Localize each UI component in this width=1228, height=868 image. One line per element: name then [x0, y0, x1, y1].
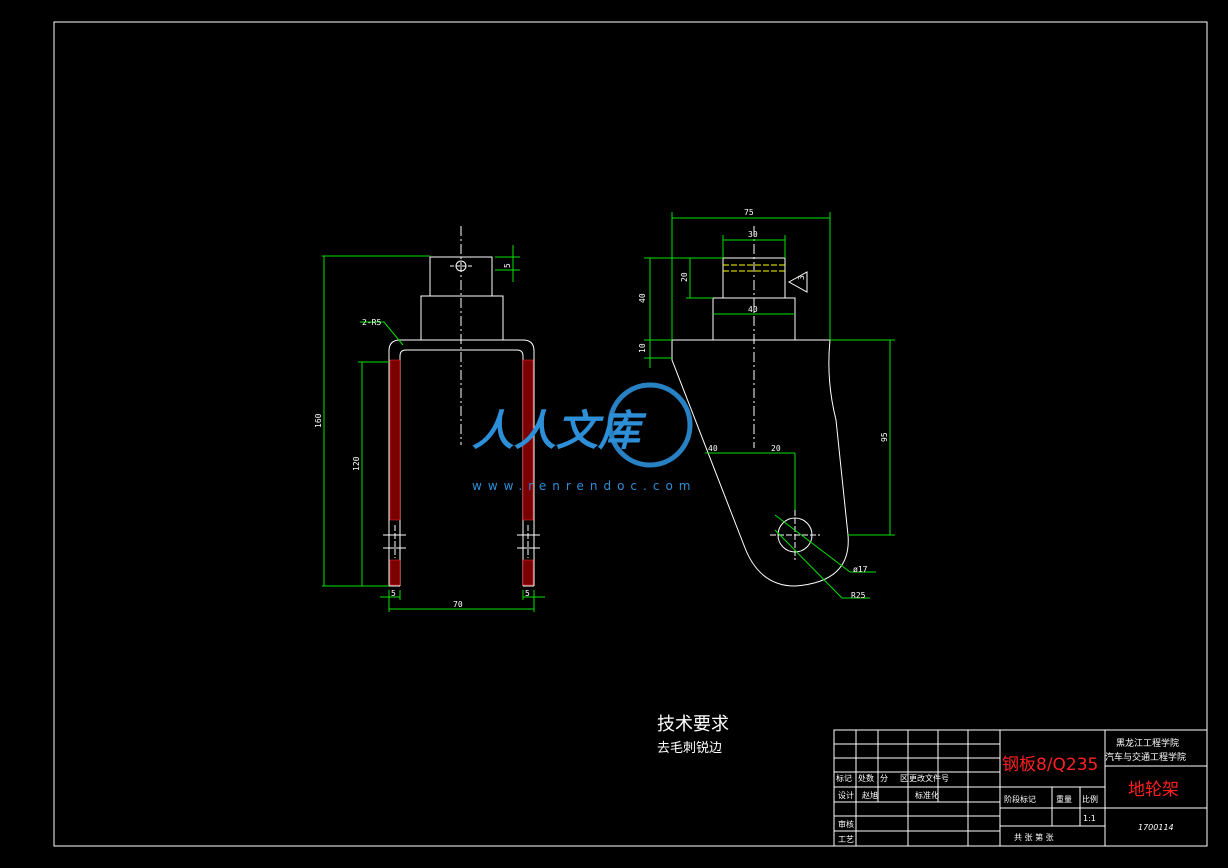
label-design: 设计	[838, 790, 854, 800]
dim-5-right: 5	[525, 589, 530, 598]
label-zone: 分	[880, 774, 888, 783]
watermark-url: www.renrendoc.com	[472, 479, 696, 493]
label-weight: 重量	[1056, 794, 1072, 804]
drawing-code: 1700114	[1138, 823, 1174, 832]
dim-40-h: 40	[638, 293, 647, 303]
label-sheets: 共 张 第 张	[1014, 832, 1054, 842]
label-scale: 比例	[1082, 794, 1098, 804]
dim-120: 120	[352, 456, 361, 471]
dim-20-d: 20	[771, 444, 781, 453]
label-design-name: 赵旭	[862, 790, 878, 800]
front-view: 2-R5 160 120 5 5 70 5	[314, 226, 545, 612]
drawing-border	[53, 21, 1208, 847]
dim-70: 70	[453, 600, 463, 609]
dim-5-left: 5	[391, 589, 396, 598]
label-stage: 阶段标记	[1004, 794, 1036, 804]
dim-95: 95	[880, 432, 889, 442]
material-spec: 钢板8/Q235	[1002, 755, 1098, 775]
part-name: 地轮架	[1128, 780, 1179, 800]
label-process: 工艺	[838, 835, 854, 844]
school-dept: 汽车与交通工程学院	[1105, 751, 1186, 763]
dim-20-h: 20	[680, 272, 689, 282]
dim-2r5: 2-R5	[362, 318, 381, 327]
school-name: 黑龙江工程学院	[1116, 737, 1179, 749]
label-zone2: 区	[900, 774, 908, 783]
label-review: 审核	[838, 819, 854, 829]
dim-40-d: 40	[708, 444, 718, 453]
dim-160: 160	[314, 413, 323, 428]
dim-weld: 3	[797, 275, 806, 280]
watermark-brand: 人人文库	[472, 406, 647, 455]
label-std: 标准化	[915, 790, 939, 800]
label-doc: 更改文件号	[909, 773, 949, 783]
dim-hole: ø17	[853, 565, 868, 574]
dim-40-base: 40	[748, 305, 758, 314]
dim-r25: R25	[851, 591, 866, 600]
side-view: 3 75 30 40 40 20 10 95 40 20 ø17 R25	[638, 208, 895, 600]
dim-5-top: 5	[503, 263, 512, 268]
tech-requirements-note: 去毛刺锐边	[657, 741, 722, 756]
dim-10-h: 10	[638, 343, 647, 353]
label-count: 处数	[858, 773, 874, 783]
watermark: 人人文库 www.renrendoc.com	[472, 382, 696, 493]
tech-requirements-title: 技术要求	[657, 714, 729, 735]
label-mark: 标记	[836, 773, 852, 783]
scale-value: 1:1	[1083, 814, 1096, 823]
dim-30: 30	[748, 230, 758, 239]
dim-75: 75	[744, 208, 754, 217]
title-block	[833, 729, 1208, 847]
